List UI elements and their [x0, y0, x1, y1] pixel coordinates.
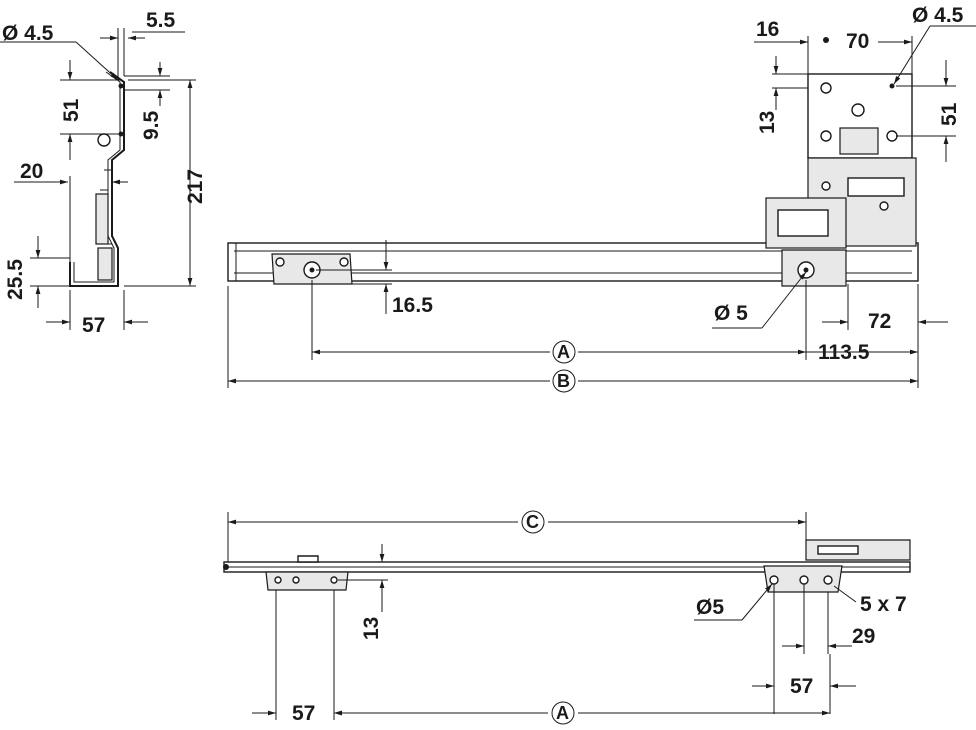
bottom-front-mount: [265, 571, 349, 591]
bottom-dim-29: 29: [852, 625, 875, 648]
mid-dim-B: B: [557, 371, 570, 391]
bottom-view: C Ø5 5 x 7 13 29 57 57 A: [223, 510, 911, 725]
side-dim-20: 20: [20, 160, 43, 183]
side-diameter-label: Ø 4.5: [2, 22, 54, 45]
top-diameter-label: Ø 4.5: [912, 4, 964, 27]
mid-dim-72: 72: [868, 310, 891, 333]
bottom-dim-57-right: 57: [790, 675, 813, 698]
bottom-dim-A: A: [556, 703, 569, 723]
bottom-dim-C: C: [526, 512, 539, 532]
side-dim-9-5: 9.5: [140, 110, 163, 140]
side-dim-25-5: 25.5: [4, 259, 27, 300]
mid-dim-A: A: [557, 342, 570, 362]
side-dim-217: 217: [184, 169, 207, 204]
mid-dim-16-5: 16.5: [392, 294, 433, 317]
side-dim-57: 57: [82, 314, 105, 337]
top-dim-13: 13: [756, 111, 779, 134]
bottom-diameter-5: Ø5: [696, 596, 724, 619]
side-dim-51: 51: [60, 98, 83, 122]
bottom-dim-13: 13: [360, 617, 383, 640]
top-dim-51: 51: [938, 102, 961, 126]
side-dim-5-5: 5.5: [146, 9, 176, 32]
side-view: Ø 4.5 5.5 51 9.5 217 20 25.5 57: [0, 9, 207, 337]
side-bracket-profile: [69, 71, 125, 287]
bottom-dim-57-left: 57: [292, 702, 315, 725]
mid-diameter-5: Ø 5: [714, 302, 748, 325]
bottom-dim-5x7: 5 x 7: [860, 593, 907, 616]
top-dim-16: 16: [756, 18, 779, 41]
mid-dim-113-5: 113.5: [818, 341, 870, 364]
front-view: 16 70 Ø 4.5 13 51 16.5 Ø 5 72 113.5 A B: [227, 4, 976, 393]
top-dim-70: 70: [846, 30, 869, 53]
